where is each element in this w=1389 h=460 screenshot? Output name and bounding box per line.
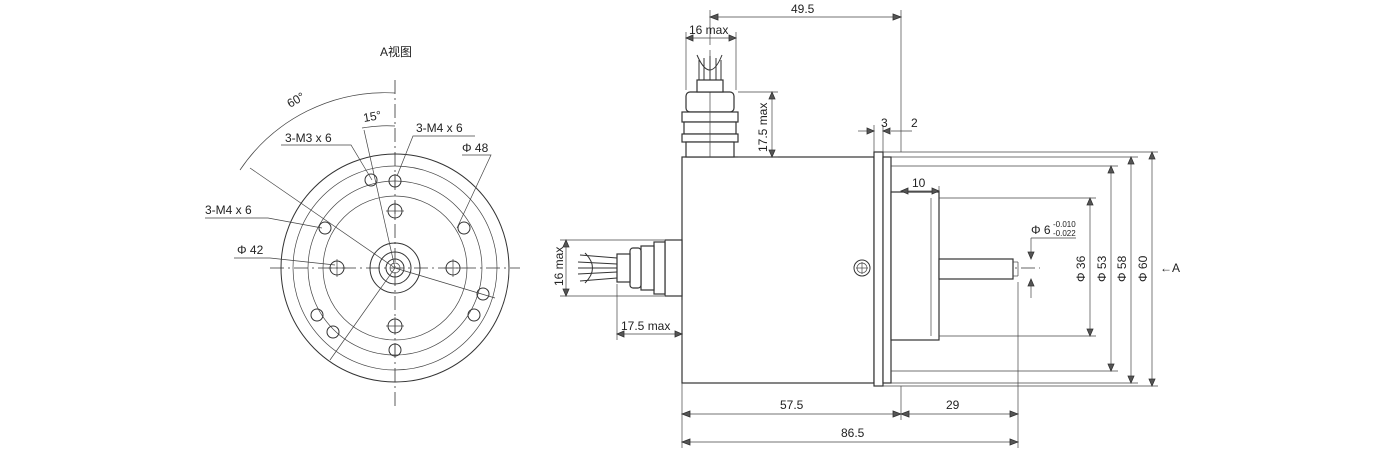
dia-60: Φ 60 bbox=[1136, 255, 1150, 282]
ground-screw bbox=[853, 259, 871, 277]
hub-outer-circle bbox=[369, 242, 421, 294]
angle-15-label: 15° bbox=[362, 108, 382, 125]
dim-16max-top: 16 max bbox=[689, 23, 728, 37]
dim-17-5max-bottom: 17.5 max bbox=[621, 319, 670, 333]
dia-53: Φ 53 bbox=[1095, 255, 1109, 282]
mounting-holes bbox=[310, 173, 490, 357]
leader-m3 bbox=[281, 144, 373, 181]
encoder-body bbox=[681, 156, 875, 384]
dim-86-5: 86.5 bbox=[841, 426, 865, 440]
radial-line-60 bbox=[249, 167, 396, 269]
radial-line-bottom bbox=[329, 267, 396, 361]
outer-flange-circle bbox=[280, 153, 510, 383]
a-view-title: A视图 bbox=[380, 44, 412, 59]
tol-lower: -0.022 bbox=[1053, 229, 1076, 238]
pitch-circle-42 bbox=[322, 195, 468, 341]
dim-3: 3 bbox=[881, 116, 888, 130]
top-cable-gland bbox=[681, 50, 739, 158]
angle-arc-60 bbox=[239, 92, 396, 171]
leader-m4-left bbox=[205, 217, 323, 229]
angle-arc-15 bbox=[361, 125, 396, 129]
label-d42: Φ 42 bbox=[237, 243, 264, 257]
shaft bbox=[938, 258, 1014, 280]
flange-step-circle bbox=[292, 165, 498, 371]
dim-16max-left: 16 max bbox=[552, 247, 566, 286]
dim-49-5: 49.5 bbox=[791, 2, 815, 16]
side-view: 49.5 16 max 17.5 max 3 2 10 16 max bbox=[552, 2, 1180, 448]
dim-57-5: 57.5 bbox=[780, 398, 804, 412]
dim-10: 10 bbox=[912, 176, 926, 190]
dia-36: Φ 36 bbox=[1074, 255, 1088, 282]
dim-2: 2 bbox=[911, 116, 918, 130]
label-d48: Φ 48 bbox=[462, 141, 489, 155]
label-m4-left: 3-M4 x 6 bbox=[205, 203, 252, 217]
a-view: A视图 bbox=[205, 44, 520, 410]
tol-upper: -0.010 bbox=[1053, 220, 1076, 229]
dia-58: Φ 58 bbox=[1115, 255, 1129, 282]
shaft-circle bbox=[385, 258, 405, 278]
left-cable-gland bbox=[577, 239, 683, 297]
front-boss bbox=[890, 191, 940, 341]
leader-d42 bbox=[234, 257, 336, 266]
radial-line-right bbox=[394, 267, 496, 299]
label-m4-top: 3-M4 x 6 bbox=[416, 121, 463, 135]
shaft-core-circle bbox=[389, 262, 401, 274]
leader-m4-top bbox=[396, 135, 475, 177]
flange-step bbox=[882, 156, 892, 384]
hub-inner-circle bbox=[378, 251, 412, 285]
label-m3: 3-M3 x 6 bbox=[285, 131, 332, 145]
flange-plate bbox=[873, 151, 884, 387]
radial-line-15 bbox=[363, 129, 396, 269]
view-a-arrow: ←A bbox=[1160, 261, 1180, 275]
shaft-d6: Φ 6 bbox=[1031, 223, 1051, 237]
angle-60-label: 60° bbox=[285, 89, 308, 110]
dim-17-5max-right: 17.5 max bbox=[756, 103, 770, 152]
dim-29: 29 bbox=[946, 398, 960, 412]
leader-d48 bbox=[456, 154, 492, 229]
